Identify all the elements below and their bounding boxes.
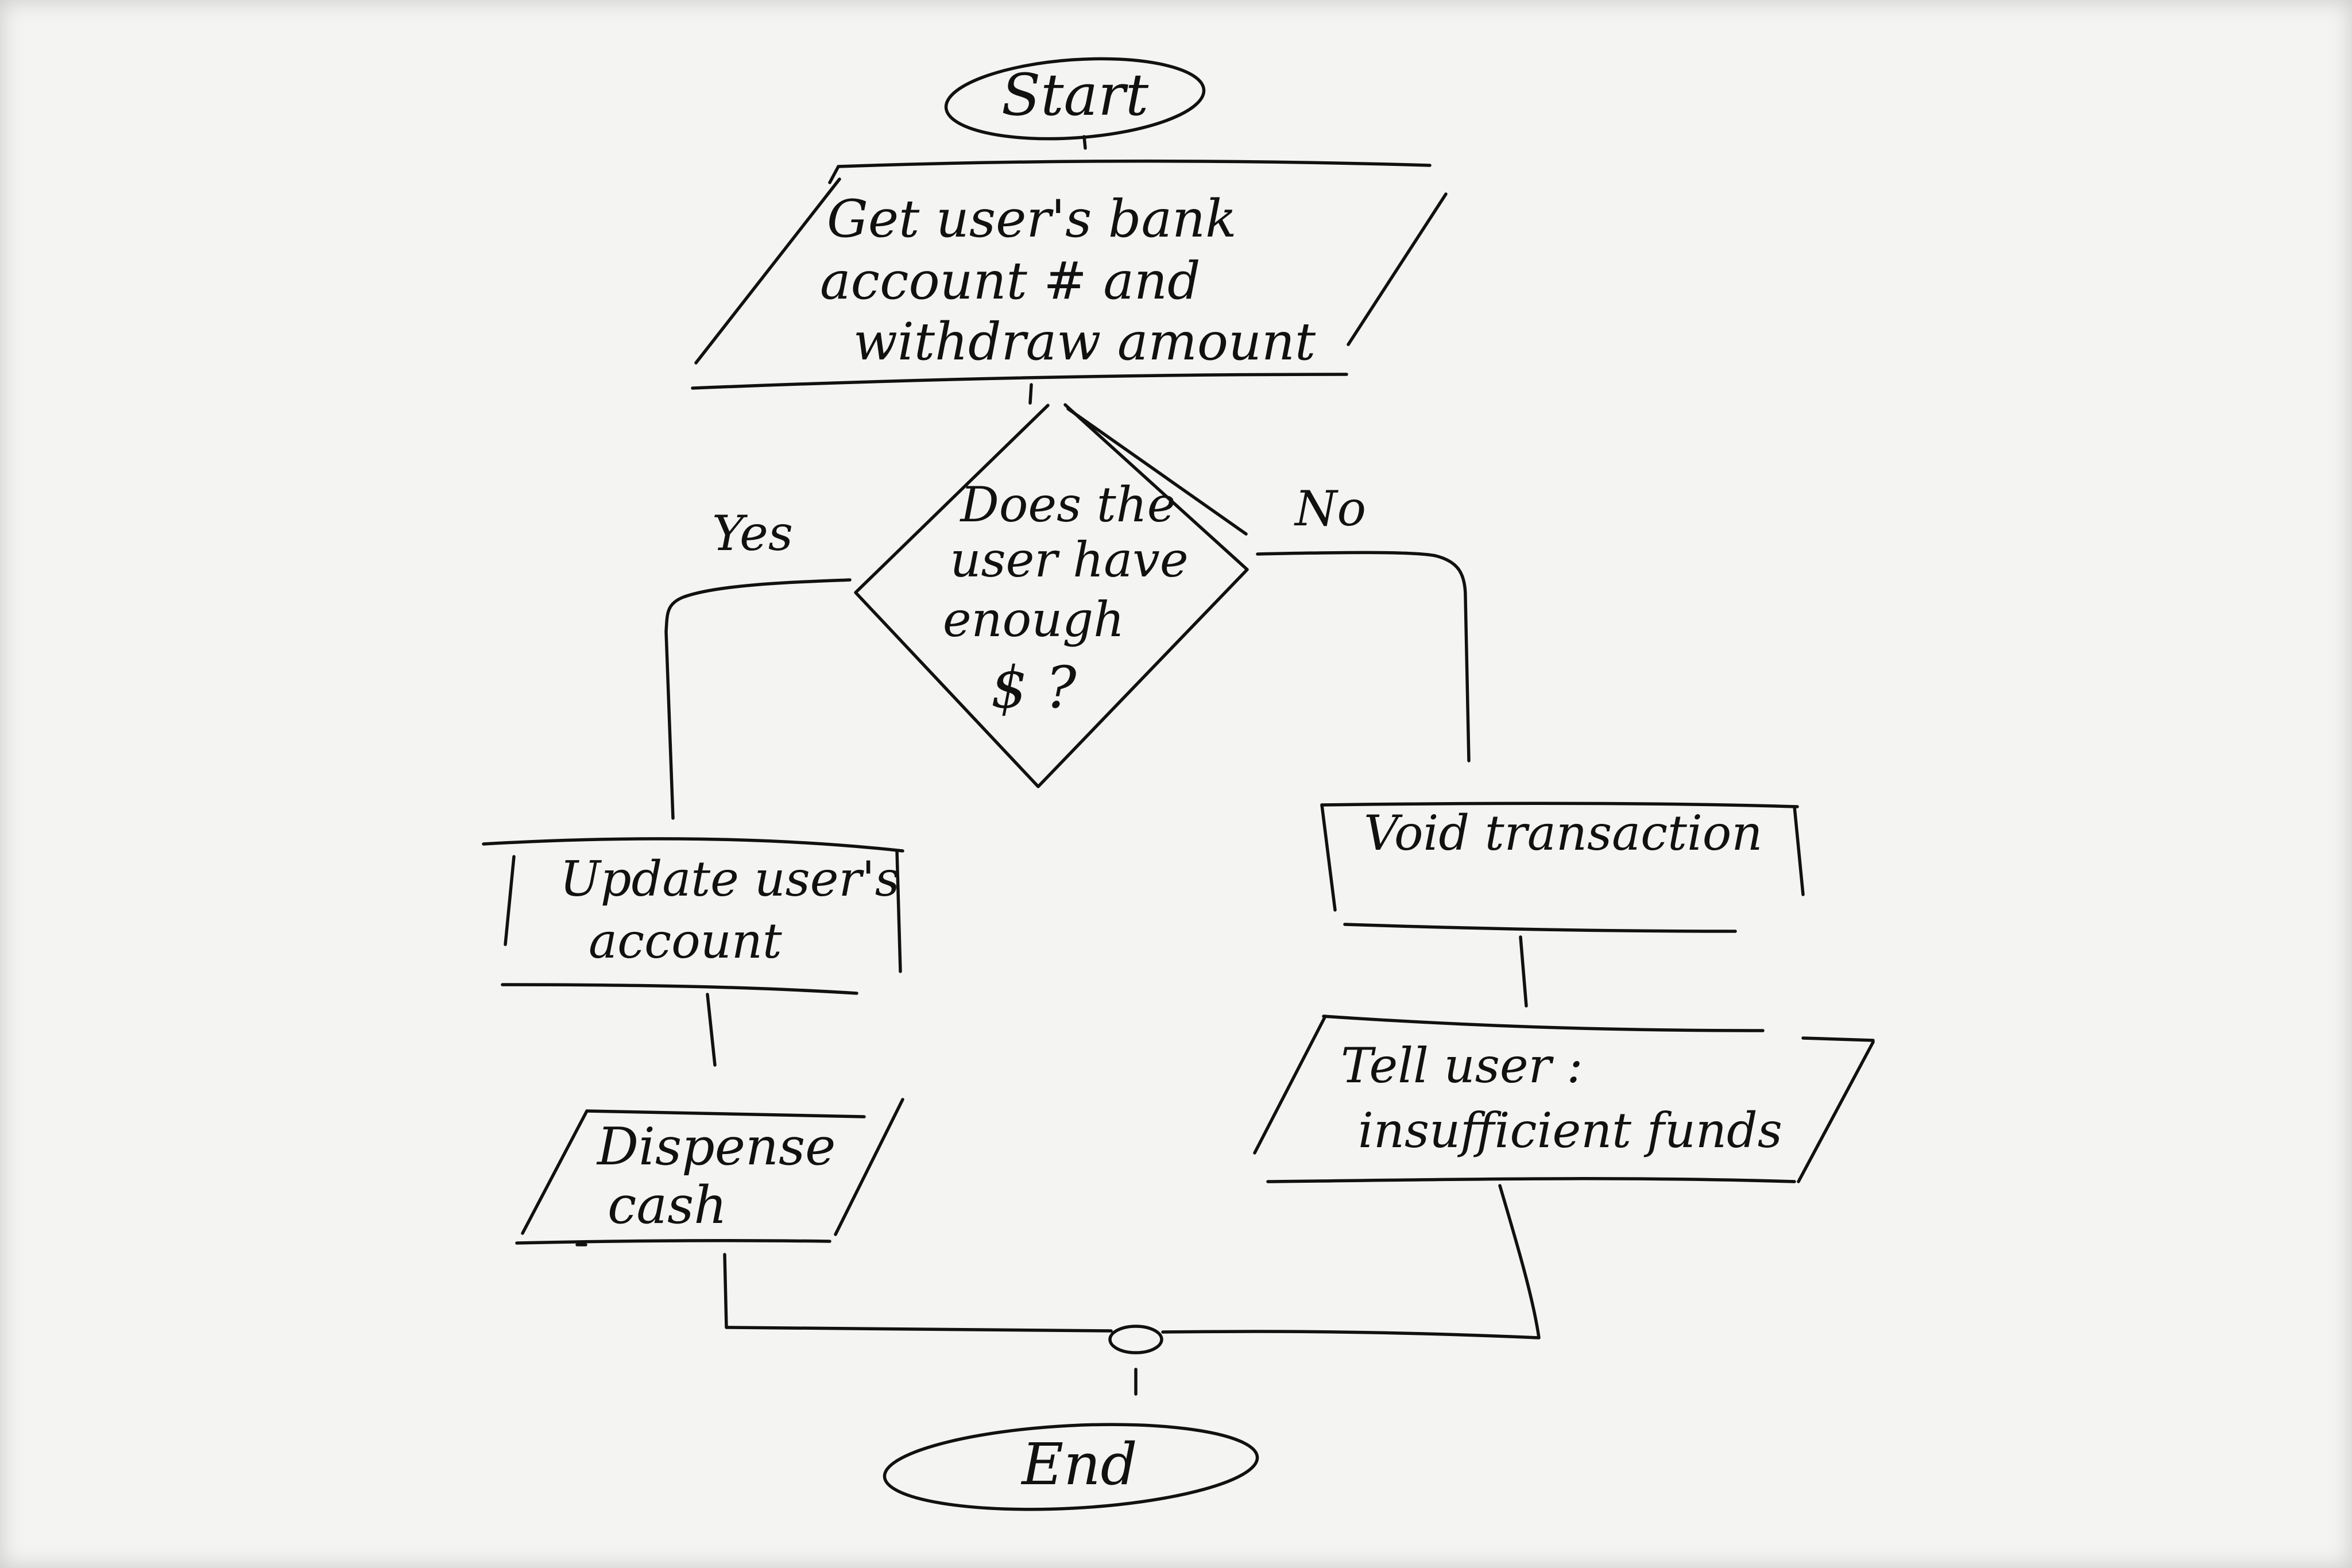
start-label: Start [1001, 61, 1149, 129]
void-label: Void transaction [1364, 805, 1762, 861]
connector-decision-update [664, 578, 852, 820]
yes-branch-label: Yes [712, 505, 793, 562]
end-node: End [883, 1423, 1259, 1511]
decision-line-2: user have [950, 532, 1188, 588]
tell-line-2: insufficient funds [1358, 1102, 1782, 1159]
connector-update-dispense [706, 993, 717, 1067]
connector-tell-merge [1161, 1184, 1541, 1339]
decision-line-1: Does the [959, 477, 1175, 533]
dispense-node: Dispense cash [515, 1098, 904, 1246]
input-line-2: account # and [820, 251, 1201, 311]
tell-node: Tell user : insufficient funds [1253, 1015, 1875, 1183]
update-line-1: Update user's [560, 851, 900, 907]
update-line-2: account [589, 913, 782, 969]
void-node: Void transaction [1320, 802, 1805, 933]
start-node: Start [944, 57, 1206, 141]
update-node: Update user's account [482, 837, 904, 995]
input-line-1: Get user's bank [827, 189, 1237, 249]
dispense-line-2: cash [608, 1175, 727, 1236]
end-label: End [1020, 1431, 1137, 1498]
decision-line-4: $ ? [991, 654, 1077, 721]
merge-junction [1108, 1325, 1163, 1354]
tell-line-1: Tell user : [1341, 1037, 1583, 1094]
connector-void-tell [1519, 935, 1528, 1008]
dispense-line-1: Dispense [596, 1117, 835, 1177]
connector-decision-void [1256, 551, 1471, 762]
connector-input-decision [1028, 383, 1033, 405]
decision-line-3: enough [943, 591, 1124, 648]
no-branch-label: No [1294, 481, 1366, 537]
connector-dispense-merge [723, 1253, 1113, 1333]
connector-start-input [1082, 135, 1087, 150]
decision-node: Does the user have enough $ ? [854, 403, 1249, 788]
input-line-3: withdraw amount [853, 312, 1316, 372]
input-node: Get user's bank account # and withdraw a… [691, 159, 1448, 390]
